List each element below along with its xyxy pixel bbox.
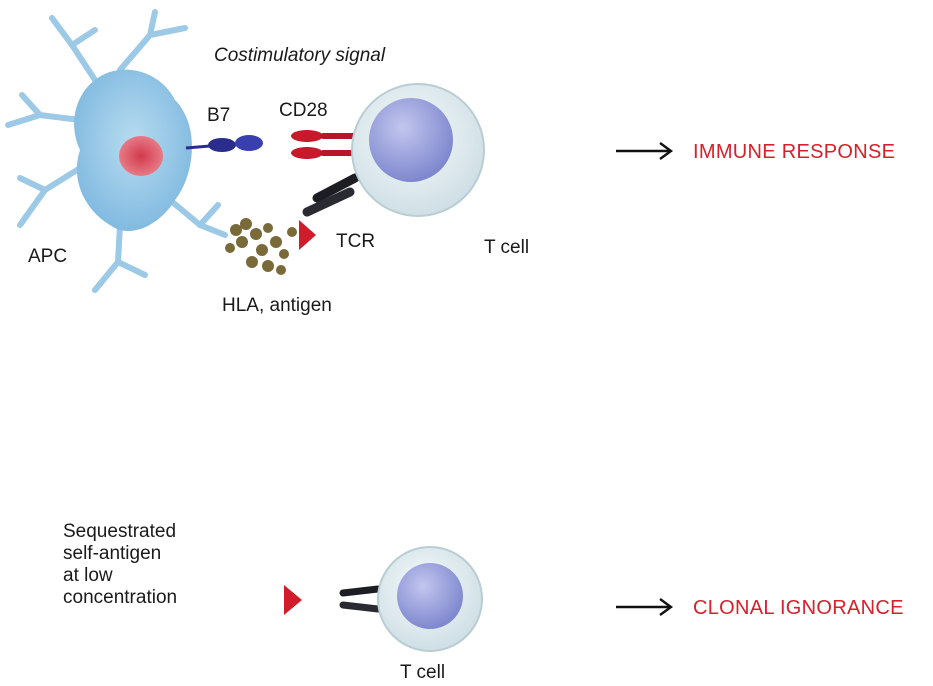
tcr-molecule-bottom — [339, 585, 382, 613]
immune-response-label: IMMUNE RESPONSE — [693, 141, 896, 163]
apc-dendrites — [5, 9, 228, 293]
sequestrated-antigen-label: Sequestrated self-antigen at low concent… — [63, 521, 177, 609]
arrow-right-icon — [616, 142, 674, 160]
t-cell-label-top: T cell — [484, 237, 530, 258]
cd28-label: CD28 — [279, 100, 328, 121]
apc-cell — [5, 9, 228, 293]
t-cell-label-bottom: T cell — [400, 662, 446, 683]
antigen-line-2: self-antigen — [63, 543, 162, 564]
tcr-molecule-top — [302, 173, 360, 217]
apc-label: APC — [28, 246, 68, 267]
antigen-line-3: at low — [63, 565, 113, 586]
antigen-line-1: Sequestrated — [63, 521, 177, 542]
t-cell-top — [351, 83, 485, 217]
costimulatory-signal-label: Costimulatory signal — [214, 45, 386, 66]
tcr-label: TCR — [336, 231, 376, 252]
apc-nucleus — [119, 136, 163, 176]
cd28-molecule — [291, 130, 356, 159]
b7-molecule — [185, 135, 263, 152]
antigen-marker-bottom — [284, 585, 302, 615]
b7-label: B7 — [207, 105, 231, 126]
clonal-ignorance-label: CLONAL IGNORANCE — [693, 597, 904, 619]
hla-antigen-label: HLA, antigen — [222, 295, 332, 316]
antigen-line-4: concentration — [63, 587, 178, 608]
t-cell-bottom — [377, 546, 483, 652]
hla-antigen-cluster — [225, 218, 297, 275]
arrow-right-icon — [616, 598, 674, 616]
antigen-marker-top — [299, 220, 316, 250]
